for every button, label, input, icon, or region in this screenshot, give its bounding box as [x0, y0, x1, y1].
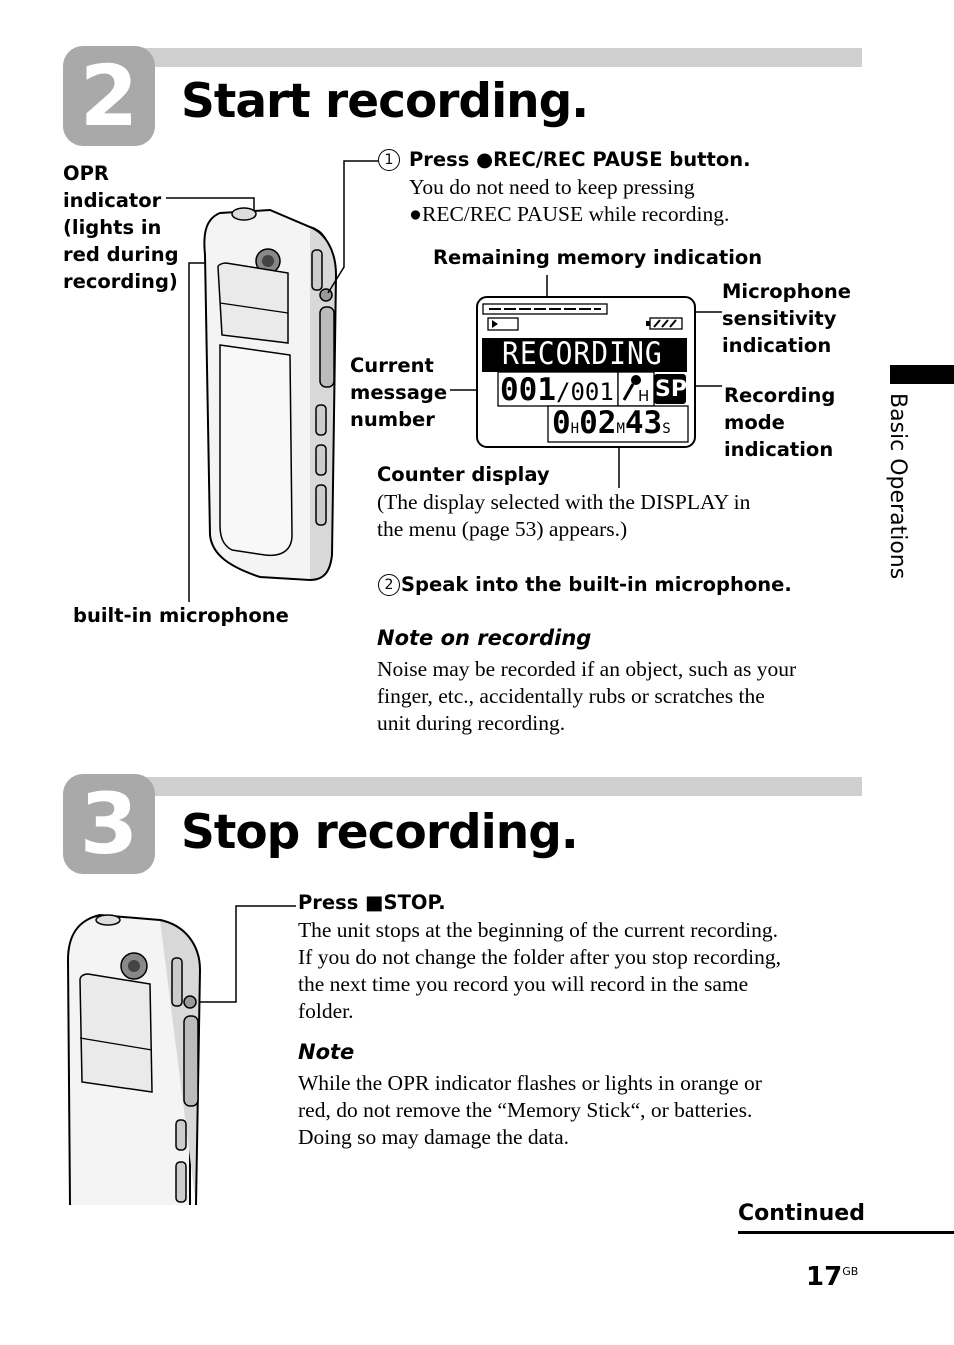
counter-display-body: (The display selected with the DISPLAY i… [377, 490, 751, 541]
step2-number-box: 2 [63, 46, 155, 146]
voice-recorder-illustration [166, 197, 338, 602]
instruction-1-title: Press ●REC/REC PAUSE button. [409, 148, 751, 171]
instruction-1-body: You do not need to keep pressing ●REC/RE… [409, 175, 730, 226]
step2-header-bar [120, 48, 862, 67]
step2-number: 2 [79, 47, 139, 145]
step3-header-bar [120, 777, 862, 796]
side-tab-label: Basic Operations [885, 393, 910, 580]
step3-title: Stop recording. [181, 805, 579, 860]
step3-number: 3 [79, 775, 139, 873]
instruction-2-circle: 2 [378, 574, 400, 596]
voice-recorder-stop-illustration [66, 905, 296, 1206]
stop-instruction-title: Press ■STOP. [298, 891, 446, 914]
instruction-2-title: Speak into the built-in microphone. [401, 573, 792, 596]
lcd-sensitivity: H [638, 387, 650, 405]
lcd-recording-text: RECORDING [502, 335, 663, 372]
step3-note-title: Note [298, 1040, 355, 1064]
lcd-counter: 0H02M43S [552, 405, 671, 441]
continued-label: Continued [738, 1201, 865, 1226]
stop-instruction-body: The unit stops at the beginning of the c… [298, 918, 781, 1023]
side-tab-marker [890, 365, 954, 384]
note-on-recording-title: Note on recording [377, 626, 592, 650]
instruction-1-circle: 1 [378, 149, 400, 171]
step3-note-body: While the OPR indicator flashes or light… [298, 1071, 762, 1149]
lcd-display [450, 275, 722, 488]
current-message-label: Current message number [350, 354, 448, 431]
counter-display-label: Counter display [377, 463, 550, 486]
note-on-recording-body: Noise may be recorded if an object, such… [377, 657, 797, 735]
builtin-microphone-label: built-in microphone [73, 604, 289, 627]
lcd-recording-mode: SP [655, 377, 687, 402]
remaining-memory-label: Remaining memory indication [433, 246, 763, 269]
page-number: 17GB [806, 1262, 859, 1292]
recording-mode-label: Recording mode indication [724, 384, 836, 461]
lcd-current-message: 001 [500, 372, 556, 408]
mic-sensitivity-label: Microphone sensitivity indication [722, 280, 852, 357]
opr-indicator-label: OPR indicator (lights in red during reco… [63, 162, 179, 293]
leader-line-rec-button [327, 160, 378, 294]
step2-title: Start recording. [181, 74, 589, 129]
continued-rule [738, 1231, 954, 1234]
step3-number-box: 3 [63, 774, 155, 874]
lcd-total-messages: /001 [556, 378, 614, 406]
